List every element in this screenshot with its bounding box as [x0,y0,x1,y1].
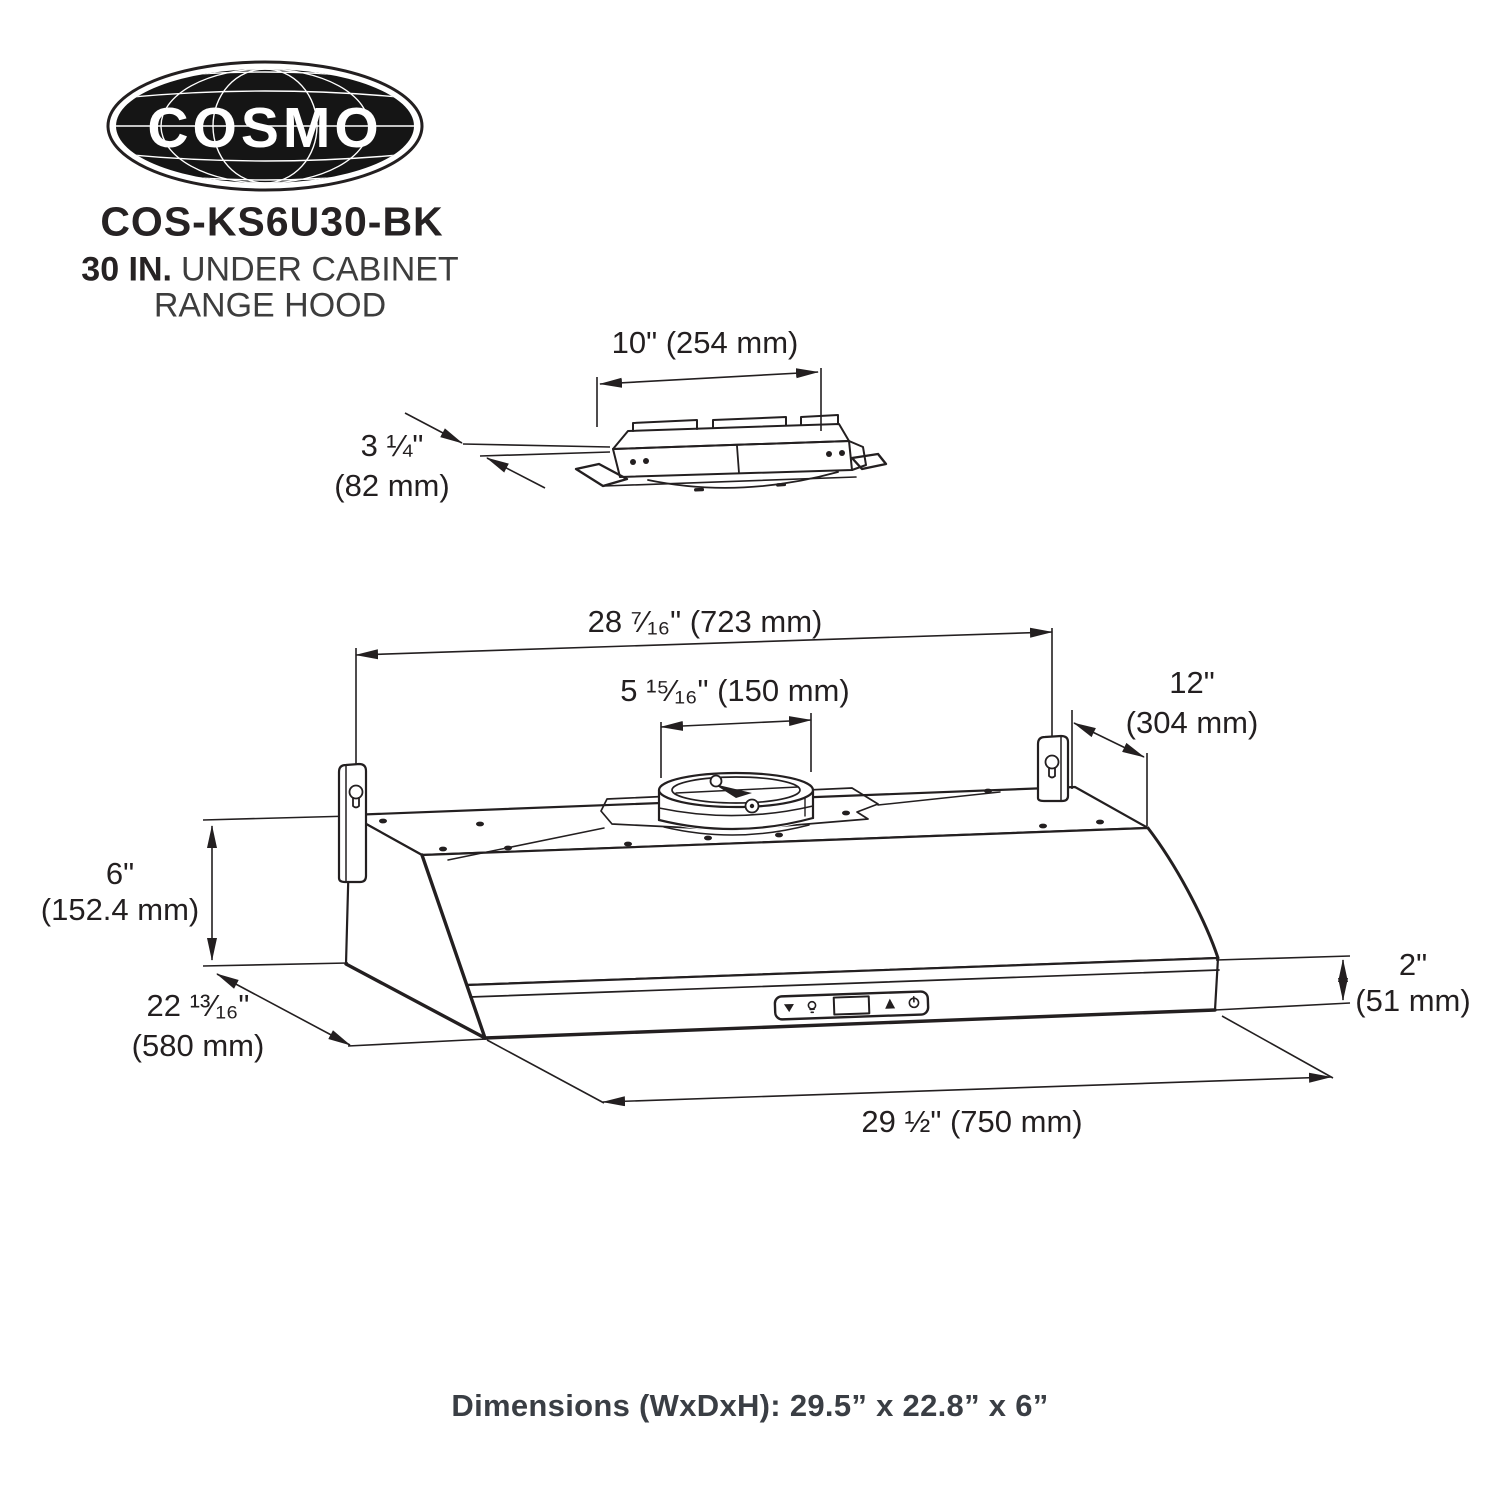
mount-tab [800,414,839,426]
mount-tab [632,419,698,432]
dim-front-lip-mm: (51 mm) [1355,983,1471,1018]
dim-height-mm: (152.4 mm) [40,892,200,927]
dim-duct-height-mm: (82 mm) [334,468,450,503]
dim-front-lip-label: 2" (51 mm) [1355,947,1470,1019]
range-hood-drawing [344,771,1220,1040]
mount-tab [712,416,787,429]
keyhole-icon [1044,754,1060,779]
dim-rear-depth-mm: (304 mm) [1125,705,1259,740]
dim-height-in: 6" [105,856,135,891]
logo-text: COSMO [147,96,382,160]
product-size: 30 IN. [81,250,173,289]
duct-mounting-plate [600,787,879,831]
dim-duct-opening-label: 5 ¹⁵⁄₁₆" (150 mm) [620,673,850,708]
duct-collar [657,771,815,836]
mounting-brackets [337,734,1070,884]
dim-line-rear-depth [1073,722,1145,758]
model-number: COS-KS6U30-BK [100,198,444,245]
dim-top-width-label: 28 ⁷⁄₁₆" (723 mm) [587,604,823,639]
dim-front-lip-in: 2" [1398,947,1428,982]
display-window [832,995,871,1016]
fan-speed-up-icon [885,998,896,1009]
logo-outer-ring [106,60,424,192]
damper-right-end [848,440,867,471]
light-icon [807,1000,817,1014]
damper-pivot [709,774,723,788]
control-panel [773,990,930,1021]
dim-depth-in: 22 ¹³⁄₁₆" [146,988,250,1023]
dim-duct-width-label: 10" (254 mm) [611,325,799,360]
dim-depth-label: 22 ¹³⁄₁₆" (580 mm) [132,986,265,1066]
product-type: UNDER CABINET [181,250,459,289]
power-icon [908,995,920,1009]
dimensions-summary: Dimensions (WxDxH): 29.5” x 22.8” x 6” [451,1388,1049,1423]
dim-depth-mm: (580 mm) [131,1028,265,1063]
dim-line-overall-width [602,1072,1332,1107]
hood-dimensions [202,627,1351,1107]
right-flange [850,452,888,471]
fan-speed-down-icon [783,1003,794,1013]
dim-line-depth [216,973,351,1046]
product-title-line2: RANGE HOOD [153,286,387,325]
dim-duct-height-label: 3 ¼" (82 mm) [334,426,449,506]
dim-duct-height-in: 3 ¼" [360,428,424,463]
duct-adapter-drawing [574,414,888,492]
dim-overall-width-label: 29 ½" (750 mm) [861,1104,1083,1139]
dim-line-top-width [355,627,1053,660]
mounting-bracket-left [337,762,368,884]
dim-rear-depth-in: 12" [1169,665,1215,700]
damper-front-face [612,440,853,478]
dim-line-duct-width [599,368,819,388]
left-flange [574,462,629,488]
duct-adapter-dimensions [404,368,822,489]
duct-opening-arc [647,471,839,489]
cosmo-logo: COSMO [106,60,424,192]
mounting-bracket-right [1036,734,1070,803]
dim-line-duct-opening [660,716,812,731]
keyhole-icon [348,784,364,809]
dim-height-label: 6" (152.4 mm) [41,856,199,928]
dim-rear-depth-label: 12" (304 mm) [1126,663,1259,743]
product-title-line1: 30 IN.UNDER CABINET [81,251,458,290]
